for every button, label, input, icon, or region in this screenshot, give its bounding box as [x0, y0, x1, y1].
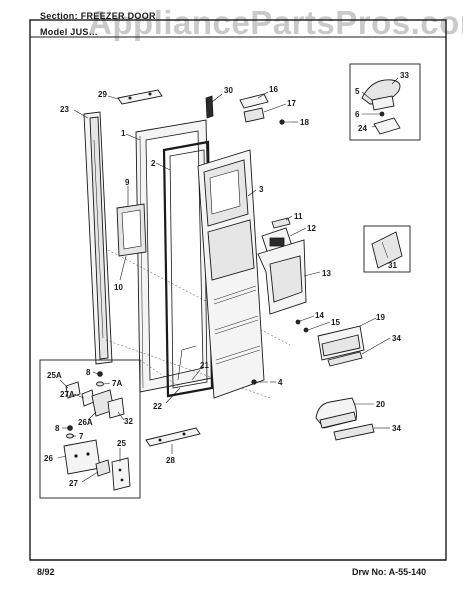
- label-part-2: 2: [151, 159, 156, 168]
- part-4-screw: [251, 379, 276, 385]
- parts-20-34-lower-bin: [315, 397, 390, 441]
- part-28-bottom-bracket: [145, 427, 201, 454]
- label-part-21: 21: [200, 361, 209, 370]
- section-title: Section: FREEZER DOOR: [40, 11, 156, 21]
- label-part-1: 1: [121, 129, 126, 138]
- model-title: Model JUS…: [40, 27, 99, 37]
- label-part-12: 12: [307, 224, 316, 233]
- label-part-13: 13: [322, 269, 331, 278]
- label-part-6: 6: [355, 110, 360, 119]
- label-part-23: 23: [60, 105, 69, 114]
- label-part-25a: 25A: [47, 371, 62, 380]
- part-1-door-liner: [125, 119, 213, 393]
- label-part-24: 24: [358, 124, 367, 133]
- parts-21-22-wire-rods: [165, 345, 201, 404]
- part-3-inner-door-assembly: [197, 149, 265, 399]
- label-part-31: 31: [388, 261, 397, 270]
- part-2-gasket: [155, 140, 214, 398]
- label-part-32: 32: [124, 417, 133, 426]
- label-part-3: 3: [259, 185, 264, 194]
- label-part-4: 4: [278, 378, 283, 387]
- label-part-20: 20: [376, 400, 385, 409]
- label-part-7a: 7A: [112, 379, 122, 388]
- label-part-10: 10: [114, 283, 123, 292]
- parts-14-15-screws: [295, 315, 331, 333]
- label-part-28: 28: [166, 456, 175, 465]
- part-30-clip: [205, 93, 223, 119]
- parts-16-17-18-hardware: [239, 91, 298, 125]
- label-part-16: 16: [269, 85, 278, 94]
- label-part-8-lower: 8: [55, 424, 60, 433]
- label-part-27a: 27A: [60, 390, 75, 399]
- label-part-26: 26: [44, 454, 53, 463]
- part-9-inner-panel: [116, 186, 147, 281]
- inset-hinge-parts-box: [39, 359, 179, 499]
- projection-lines: [105, 249, 291, 399]
- label-part-33: 33: [400, 71, 409, 80]
- label-part-15: 15: [331, 318, 340, 327]
- label-part-26a: 26A: [78, 418, 93, 427]
- label-part-7-lower: 7: [79, 432, 84, 441]
- label-part-34-upper: 34: [392, 334, 401, 343]
- revision-date: 8/92: [37, 567, 55, 577]
- label-part-17: 17: [287, 99, 296, 108]
- label-part-8-upper: 8: [86, 368, 91, 377]
- watermark: AppliancePartsPros.com: [88, 4, 463, 41]
- label-part-27: 27: [69, 479, 78, 488]
- part-29-top-bracket: [107, 89, 163, 105]
- inset-top-right-box: [349, 63, 421, 141]
- label-part-25: 25: [117, 439, 126, 448]
- parts-19-34-upper-bin: [317, 317, 391, 367]
- label-part-14: 14: [315, 311, 324, 320]
- label-part-22: 22: [153, 402, 162, 411]
- label-part-18: 18: [300, 118, 309, 127]
- label-part-30: 30: [224, 86, 233, 95]
- inset-part-31-box: [363, 225, 411, 273]
- part-23-trim-strip: [73, 109, 113, 365]
- label-part-9: 9: [125, 178, 130, 187]
- label-part-34-lower: 34: [392, 424, 401, 433]
- label-part-29: 29: [98, 90, 107, 99]
- part-number-labels: 1 2 3 4 5 6 7 7A 8 8 9 10 11 12 13 14 15…: [44, 71, 409, 488]
- label-part-5: 5: [355, 87, 360, 96]
- label-part-19: 19: [376, 313, 385, 322]
- part-13-chute-cover: [257, 239, 321, 315]
- label-part-11: 11: [294, 212, 303, 221]
- drawing-number: Drw No: A-55-140: [352, 567, 427, 577]
